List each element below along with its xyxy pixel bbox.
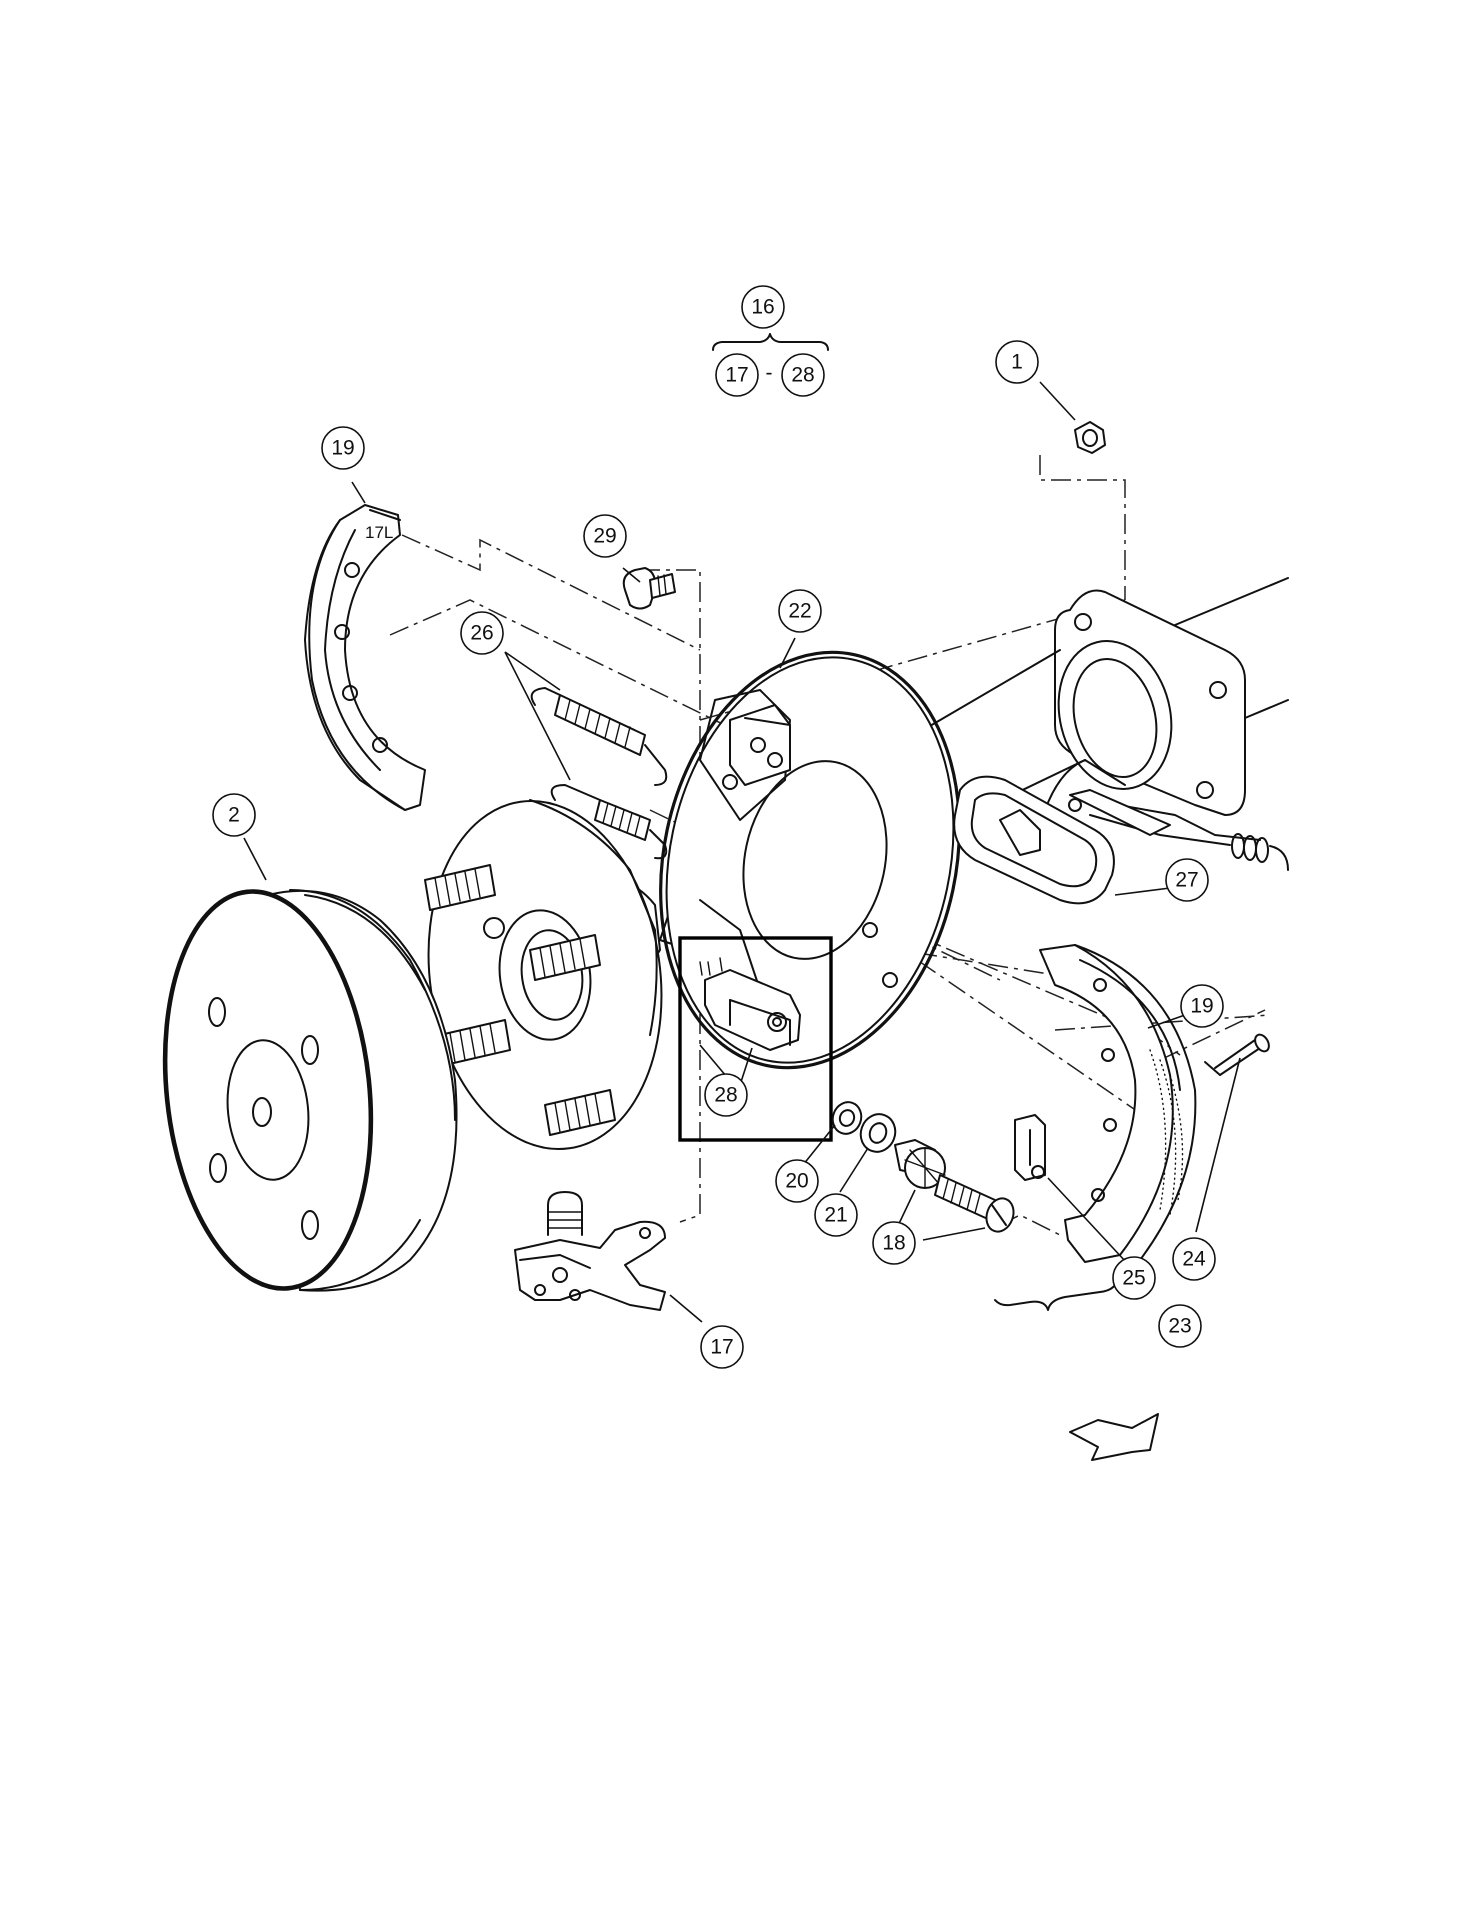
svg-text:22: 22 xyxy=(788,600,811,623)
callout-19-right: 19 xyxy=(1180,984,1224,1028)
svg-text:19: 19 xyxy=(1190,995,1213,1018)
brake-shoe-left: 17L xyxy=(304,504,426,811)
svg-text:23: 23 xyxy=(1168,1315,1191,1338)
hold-down-pin xyxy=(1204,1033,1270,1076)
svg-text:20: 20 xyxy=(785,1170,808,1193)
adjuster-screw xyxy=(894,1139,1015,1233)
svg-text:24: 24 xyxy=(1182,1248,1206,1271)
brake-cable xyxy=(1068,789,1289,871)
callout-28-range-end: 28 xyxy=(781,353,825,397)
bolt xyxy=(622,567,676,610)
callout-1: 1 xyxy=(995,340,1039,384)
callout-29: 29 xyxy=(583,514,627,558)
part-marking-17l: 17L xyxy=(365,523,393,542)
callout-23: 23 xyxy=(1158,1304,1202,1348)
svg-text:21: 21 xyxy=(824,1204,847,1227)
svg-text:17: 17 xyxy=(710,1336,733,1359)
svg-text:28: 28 xyxy=(791,364,814,387)
callout-18: 18 xyxy=(872,1221,916,1265)
wheel-cylinder-highlight-box xyxy=(678,936,833,1142)
callout-22: 22 xyxy=(778,589,822,633)
group-braces xyxy=(712,333,1119,1311)
brake-drum xyxy=(162,889,458,1292)
wheel-cylinder xyxy=(678,936,833,1142)
callout-21: 21 xyxy=(814,1193,858,1237)
callout-19-left: 19 xyxy=(321,426,365,470)
svg-text:19: 19 xyxy=(331,437,354,460)
callout-17-range-start: 17 xyxy=(715,353,759,397)
callout-26: 26 xyxy=(460,611,504,655)
front-direction-arrow xyxy=(1069,1413,1159,1461)
shoe-lining-texture xyxy=(1149,1049,1184,1216)
callout-27: 27 xyxy=(1165,858,1209,902)
wheel-studs xyxy=(424,864,616,1136)
svg-text:16: 16 xyxy=(751,296,774,319)
hold-down-clip xyxy=(1014,1114,1046,1181)
backing-plate xyxy=(659,650,961,1070)
nut xyxy=(1074,421,1106,454)
svg-text:27: 27 xyxy=(1175,869,1198,892)
svg-text:26: 26 xyxy=(470,622,493,645)
callout-28: 28 xyxy=(704,1073,748,1117)
return-springs xyxy=(530,687,668,860)
adjuster-lever xyxy=(514,1191,666,1311)
wheel-hub xyxy=(424,799,663,1151)
callout-range-dash: - xyxy=(766,362,773,385)
svg-text:17: 17 xyxy=(725,364,748,387)
callout-16: 16 xyxy=(741,285,785,329)
svg-text:18: 18 xyxy=(882,1232,905,1255)
washers xyxy=(831,1101,897,1153)
svg-text:28: 28 xyxy=(714,1084,737,1107)
brake-shoe-right xyxy=(1039,944,1197,1263)
callout-20: 20 xyxy=(775,1159,819,1203)
svg-text:29: 29 xyxy=(593,525,616,548)
svg-text:25: 25 xyxy=(1122,1267,1145,1290)
parking-brake-strut xyxy=(953,775,1115,905)
callout-2: 2 xyxy=(212,793,256,837)
callout-17: 17 xyxy=(700,1325,744,1369)
callout-25: 25 xyxy=(1112,1256,1156,1300)
callout-24: 24 xyxy=(1172,1237,1216,1281)
svg-text:2: 2 xyxy=(228,804,240,827)
svg-text:1: 1 xyxy=(1011,351,1023,374)
